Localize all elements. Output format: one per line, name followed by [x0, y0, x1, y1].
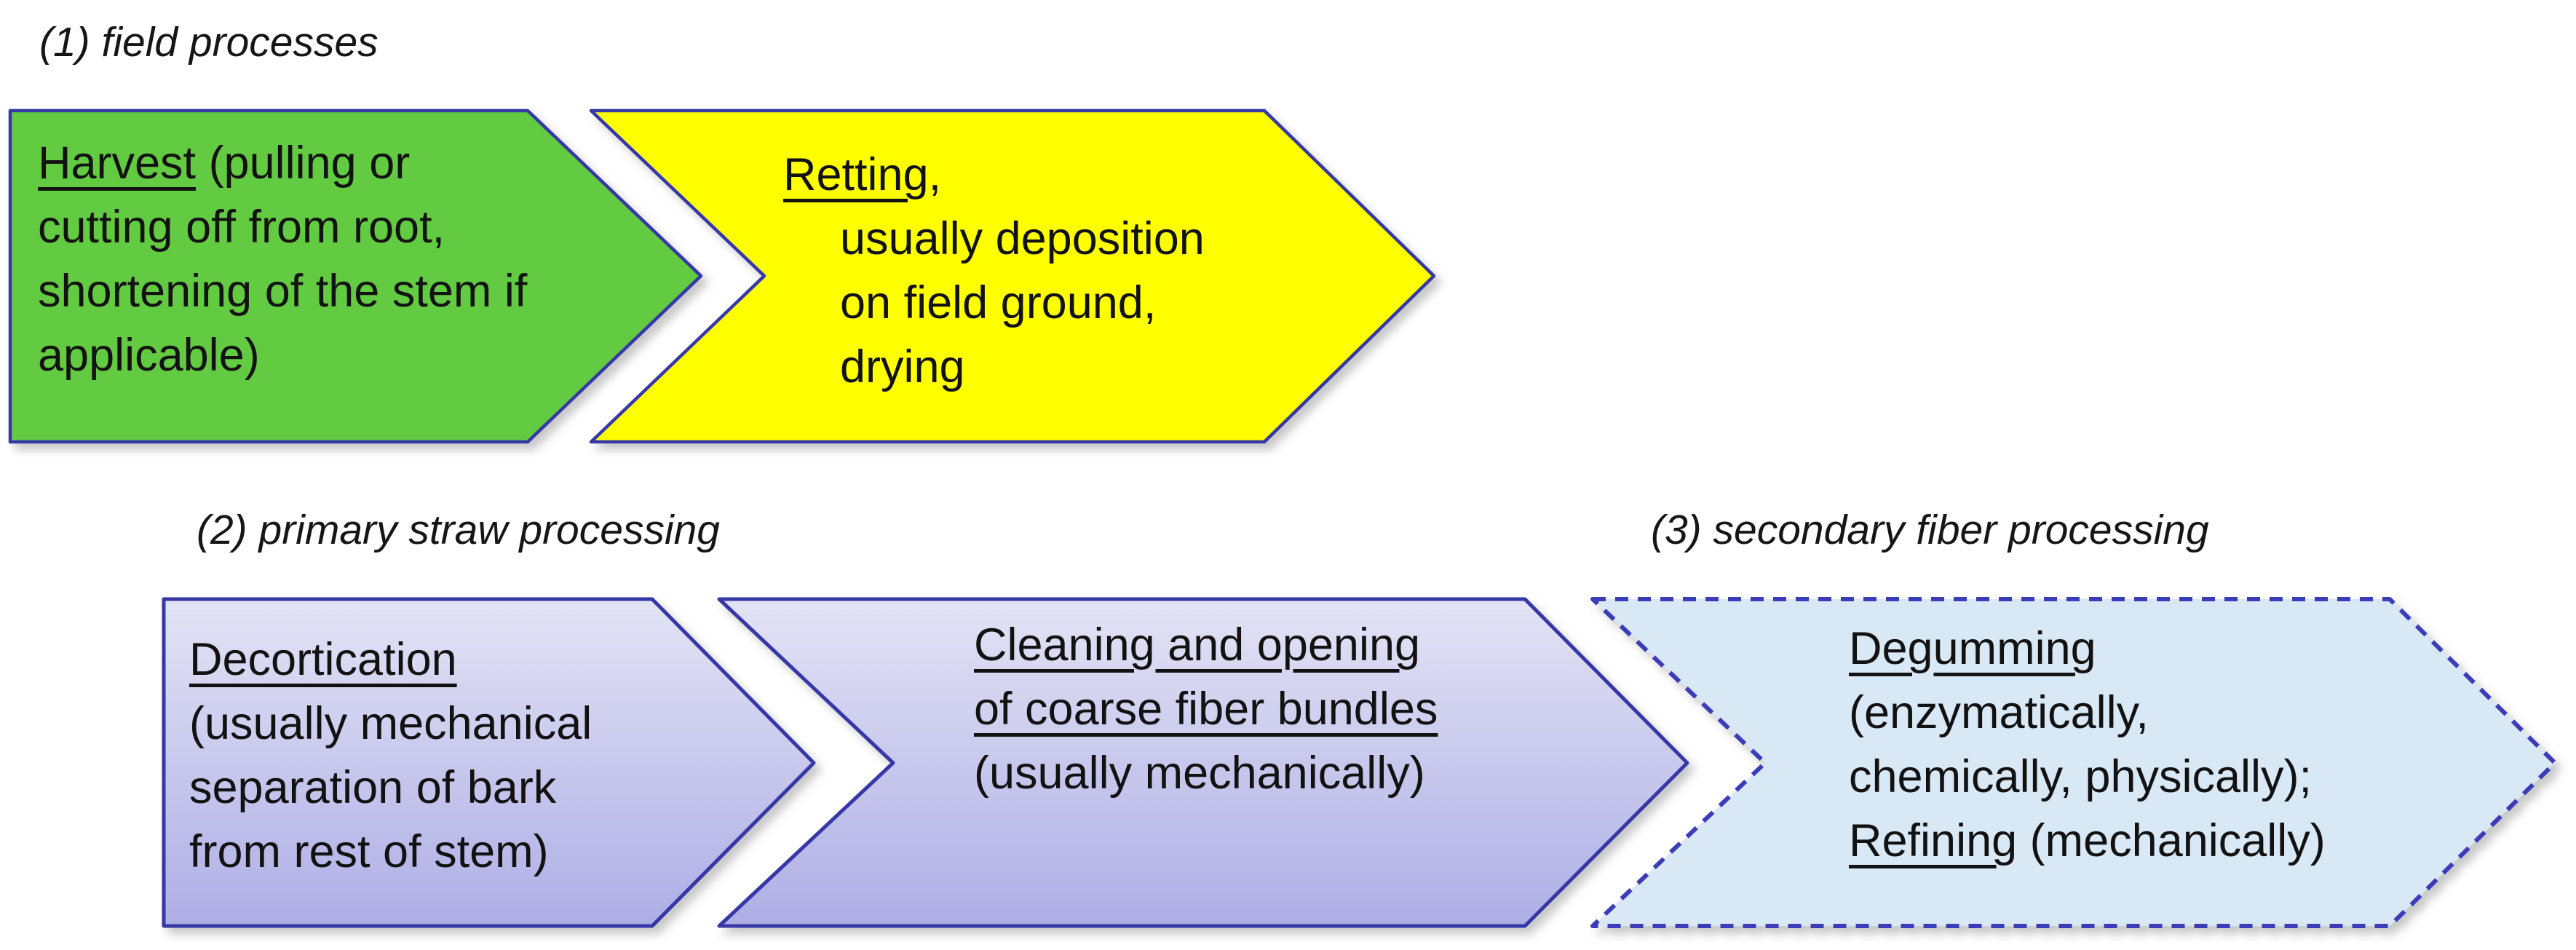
cleaning-arrow-text: Cleaning and opening of coarse fiber bun…: [974, 613, 1438, 805]
degumming-line-3: chemically, physically);: [1849, 751, 2312, 802]
cleaning-line-3: (usually mechanically): [974, 748, 1425, 799]
retting-arrow-text: Retting, usually deposition on field gro…: [783, 143, 1205, 399]
stage-label-secondary-fiber-processing: (3) secondary fiber processing: [1651, 507, 2209, 553]
decortication-line-2: (usually mechanical: [189, 698, 593, 749]
stage-label-field-processes: (1) field processes: [39, 19, 379, 66]
decortication-arrow-text: Decortication (usually mechanical separa…: [189, 628, 592, 884]
cleaning-keyword-line-2: of coarse fiber bundles: [974, 684, 1438, 735]
degumming-line-4: Refining (mechanically): [1849, 809, 2326, 873]
harvest-line-4: applicable): [38, 330, 260, 381]
retting-arrow-shape: [589, 108, 1436, 444]
decortication-keyword: Decortication: [189, 634, 457, 685]
degumming-arrow-text: Degumming (enzymatically, chemically, ph…: [1849, 617, 2326, 873]
harvest-line-3: shortening of the stem if: [38, 266, 528, 317]
retting-line-1-rest: ,: [928, 149, 942, 200]
cleaning-arrow-shape: [717, 597, 1689, 928]
retting-line-4: drying: [840, 341, 965, 392]
degumming-keyword: Degumming: [1849, 623, 2096, 674]
degumming-arrow-shape: [1590, 597, 2557, 928]
harvest-line-2: cutting off from root,: [38, 202, 445, 253]
retting-line-2: usually deposition: [840, 213, 1205, 264]
degumming-line-2: (enzymatically,: [1849, 687, 2149, 738]
decortication-line-1: Decortication: [189, 628, 592, 692]
cleaning-line-1: Cleaning and opening: [974, 613, 1438, 677]
harvest-keyword: Harvest: [38, 138, 197, 189]
decortication-arrow-shape: [162, 597, 816, 928]
decortication-line-3: separation of bark: [189, 762, 557, 813]
retting-line-1: Retting,: [783, 143, 1205, 207]
harvest-line-1: Harvest (pulling or: [38, 131, 527, 195]
retting-line-3: on field ground,: [840, 277, 1157, 328]
retting-keyword: Retting: [783, 149, 929, 200]
degumming-line-1: Degumming: [1849, 617, 2326, 681]
harvest-arrow-text: Harvest (pulling or cutting off from roo…: [38, 131, 527, 387]
harvest-line-1-rest: (pulling or: [196, 138, 411, 189]
cleaning-line-2: of coarse fiber bundles: [974, 677, 1438, 741]
degumming-line-4-rest: (mechanically): [2017, 815, 2326, 866]
harvest-arrow-shape: [8, 108, 703, 444]
cleaning-keyword-line-1: Cleaning and opening: [974, 620, 1421, 670]
decortication-line-4: from rest of stem): [189, 826, 549, 877]
stage-label-primary-straw-processing: (2) primary straw processing: [197, 507, 721, 553]
refining-keyword: Refining: [1849, 815, 2018, 866]
